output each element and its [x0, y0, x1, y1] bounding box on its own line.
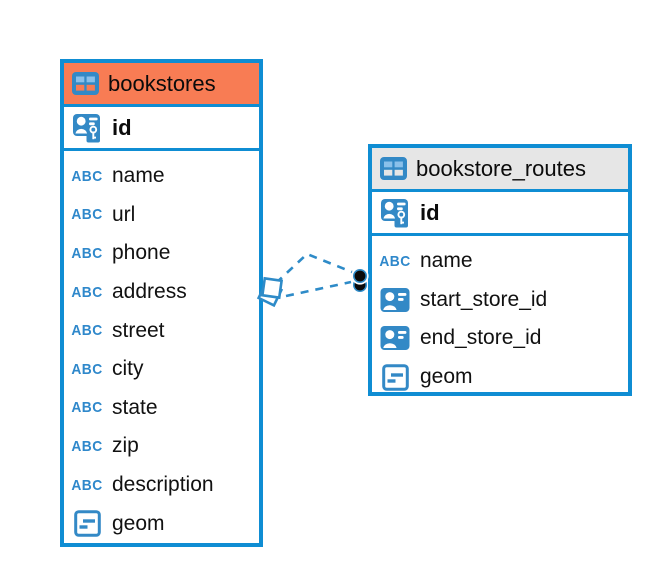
column-row-description[interactable]: ABC description: [70, 466, 259, 505]
primary-key-row-id[interactable]: id: [372, 192, 628, 236]
text-type-icon: ABC: [70, 168, 104, 185]
table-header-bookstore-routes[interactable]: bookstore_routes: [372, 148, 628, 192]
text-type-icon: ABC: [70, 399, 104, 416]
text-type-icon: ABC: [70, 284, 104, 301]
text-type-icon-label: ABC: [71, 437, 103, 455]
primary-key-row-id[interactable]: id: [64, 107, 259, 151]
text-type-icon-label: ABC: [71, 360, 103, 378]
column-row-geom[interactable]: geom: [378, 358, 628, 397]
text-type-icon-label: ABC: [71, 399, 103, 417]
text-type-icon: ABC: [70, 322, 104, 339]
text-type-icon-label: ABC: [379, 252, 411, 270]
column-row-address[interactable]: ABC address: [70, 273, 259, 312]
column-name: geom: [420, 365, 473, 389]
column-row-end_store_id[interactable]: end_store_id: [378, 319, 628, 358]
dot-marker[interactable]: [352, 268, 367, 283]
column-row-start_store_id[interactable]: start_store_id: [378, 281, 628, 320]
table-bookstore-routes[interactable]: bookstore_routes id ABC name start_store_i…: [368, 144, 632, 396]
table-name: bookstore_routes: [416, 155, 586, 181]
fk-relationship-line-start-store[interactable]: [275, 252, 353, 284]
column-name: geom: [112, 511, 165, 535]
column-row-zip[interactable]: ABC zip: [70, 427, 259, 466]
column-row-name[interactable]: ABC name: [70, 157, 259, 196]
relationship-diamond-endpoints[interactable]: [256, 276, 284, 308]
column-row-geom[interactable]: geom: [70, 504, 259, 543]
table-name: bookstores: [108, 70, 216, 96]
text-type-icon-label: ABC: [71, 244, 103, 262]
column-row-street[interactable]: ABC street: [70, 311, 259, 350]
column-name: description: [112, 473, 214, 497]
column-row-state[interactable]: ABC state: [70, 389, 259, 428]
text-type-icon: ABC: [378, 253, 412, 270]
reference-type-icon: [378, 287, 412, 313]
text-type-icon: ABC: [70, 206, 104, 223]
text-type-icon-label: ABC: [71, 476, 103, 494]
text-type-icon-label: ABC: [71, 283, 103, 301]
column-name: state: [112, 395, 158, 419]
column-name: start_store_id: [420, 287, 548, 311]
text-type-icon: ABC: [70, 438, 104, 455]
column-row-phone[interactable]: ABC phone: [70, 234, 259, 273]
primary-key-icon: [70, 112, 104, 143]
text-type-icon: ABC: [70, 477, 104, 494]
text-type-icon: ABC: [70, 245, 104, 262]
column-name: address: [112, 280, 187, 304]
column-name: name: [112, 164, 165, 188]
table-icon: [380, 157, 407, 180]
column-name: name: [420, 249, 473, 273]
column-name: phone: [112, 241, 171, 265]
column-name: end_store_id: [420, 326, 542, 350]
fk-relationship-line-end-store[interactable]: [285, 280, 352, 298]
diamond-marker[interactable]: [260, 276, 284, 300]
geometry-type-icon: [378, 363, 412, 391]
column-name: city: [112, 357, 144, 381]
primary-key-name: id: [112, 114, 132, 140]
column-row-name[interactable]: ABC name: [378, 242, 628, 281]
table-header-bookstores[interactable]: bookstores: [64, 63, 259, 107]
primary-key-icon: [378, 197, 412, 228]
primary-key-name: id: [420, 199, 440, 225]
text-type-icon-label: ABC: [71, 322, 103, 340]
column-name: url: [112, 202, 136, 226]
text-type-icon-label: ABC: [71, 206, 103, 224]
relationship-dot-endpoints[interactable]: [351, 267, 369, 292]
text-type-icon: ABC: [70, 361, 104, 378]
column-row-url[interactable]: ABC url: [70, 196, 259, 235]
column-name: street: [112, 318, 165, 342]
column-row-city[interactable]: ABC city: [70, 350, 259, 389]
text-type-icon-label: ABC: [71, 167, 103, 185]
table-icon: [72, 72, 99, 95]
column-name: zip: [112, 434, 139, 458]
geometry-type-icon: [70, 510, 104, 537]
reference-type-icon: [378, 325, 412, 351]
